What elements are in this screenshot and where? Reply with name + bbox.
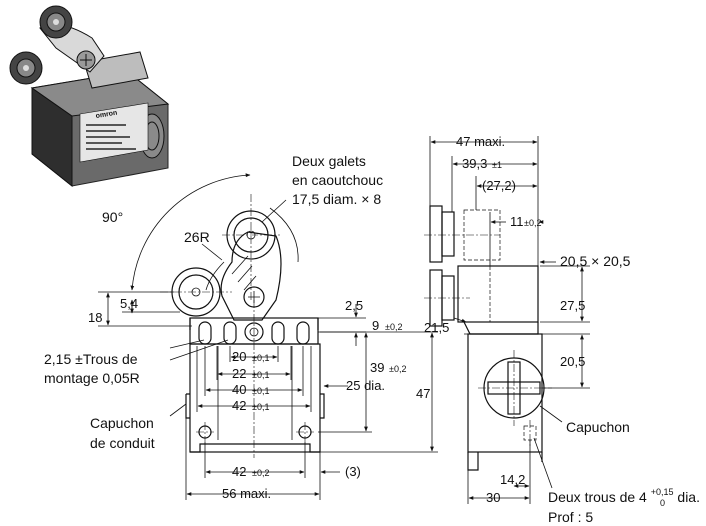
front-view: 90° — [44, 153, 438, 501]
dim-42-bottom-tol: ±0,2 — [252, 468, 269, 478]
dim-20-5-square: 20,5 × 20,5 — [560, 253, 631, 269]
rear-holes-label: Deux trous de 4 +0,15 dia. — [548, 482, 700, 505]
dim-22-tol: ±0,1 — [252, 370, 269, 380]
dim-56-maxi: 56 maxi. — [222, 486, 271, 501]
dim-18: 18 — [88, 310, 102, 325]
roller-left-icon — [9, 51, 43, 85]
dim-5-4: 5,4 — [120, 296, 138, 311]
dim-30: 30 — [486, 490, 500, 505]
dim-9: 9 — [372, 318, 379, 333]
dim-47-maxi: 47 maxi. — [456, 134, 505, 149]
dim-3: (3) — [345, 464, 361, 479]
side-cap-label: Capuchon — [566, 419, 630, 435]
rollers-note-line2: en caoutchouc — [292, 172, 383, 188]
dim-27-2: (27,2) — [482, 178, 516, 193]
upper-roller — [222, 194, 280, 302]
dim-40-tol: ±0,1 — [252, 386, 269, 396]
conduit-cap-line2: de conduit — [90, 435, 155, 451]
angle-label: 90° — [102, 209, 123, 225]
dim-25-dia: 25 dia. — [346, 378, 385, 393]
dim-42-bottom: 42 — [232, 464, 246, 479]
conduit-cap-line1: Capuchon — [90, 415, 154, 431]
dim-42-tol: ±0,1 — [252, 402, 269, 412]
roller-top-icon — [39, 5, 73, 39]
dim-20-5: 20,5 — [560, 354, 585, 369]
dim-39-3-tol: ±1 — [492, 160, 502, 170]
rear-holes-text: Deux trous de 4 — [548, 489, 647, 505]
rear-holes-tol-up: +0,15 — [651, 487, 674, 497]
dim-40: 40 — [232, 382, 246, 397]
product-logo: omron — [95, 110, 118, 120]
dim-9-tol: ±0,2 — [385, 322, 402, 332]
dim-20: 20 — [232, 349, 246, 364]
dim-27-5: 27,5 — [560, 298, 585, 313]
rollers-note-line1: Deux galets — [292, 153, 366, 169]
dim-21-5: 21,5 — [424, 320, 449, 335]
dim-2-5: 2,5 — [345, 298, 363, 313]
dim-22: 22 — [232, 366, 246, 381]
dim-14-2: 14,2 — [500, 472, 525, 487]
side-view: 47 maxi. 39,3 ±1 (27,2) 11 ±0,2 20,5 × 2… — [424, 134, 700, 525]
dim-20-tol: ±0,1 — [252, 353, 269, 363]
mount-holes-line1: 2,15 ±Trous de — [44, 351, 138, 367]
dim-47: 47 — [416, 386, 430, 401]
product-illustration: omron — [9, 5, 170, 188]
depth-label: Prof : 5 — [548, 509, 593, 525]
dim-11: 11 — [510, 214, 524, 229]
rear-holes-unit: dia. — [677, 489, 700, 505]
rear-holes-tol-down: 0 — [660, 498, 665, 508]
dim-39-3: 39,3 — [462, 156, 487, 171]
dim-42: 42 — [232, 398, 246, 413]
radius-label: 26R — [184, 229, 210, 245]
dim-39: 39 — [370, 360, 384, 375]
mount-holes-line2: montage 0,05R — [44, 370, 140, 386]
dim-11-tol: ±0,2 — [524, 218, 541, 228]
rollers-note-line3: 17,5 diam. × 8 — [292, 191, 381, 207]
dim-39-tol: ±0,2 — [389, 364, 406, 374]
